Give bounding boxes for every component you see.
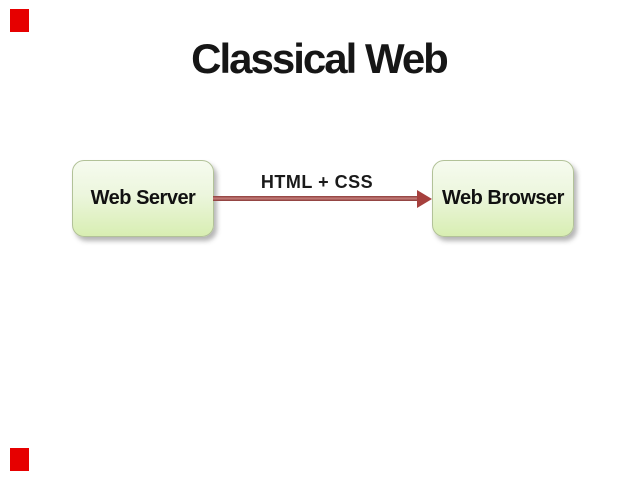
node-web-server-label: Web Server (90, 187, 196, 209)
connector-arrow-line (213, 196, 418, 201)
red-accent-bottom-left (10, 448, 29, 471)
red-accent-top-left (10, 9, 29, 32)
connector-label: HTML + CSS (260, 172, 374, 192)
node-web-browser: Web Browser (432, 160, 574, 237)
slide-title: Classical Web (191, 35, 449, 82)
node-web-server: Web Server (72, 160, 214, 237)
connector-arrowhead-icon (417, 190, 432, 208)
node-web-browser-label: Web Browser (442, 187, 564, 209)
